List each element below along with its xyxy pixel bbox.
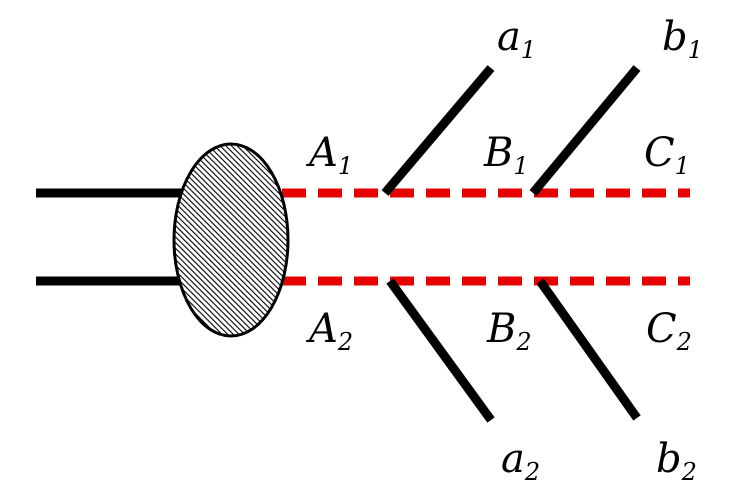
- branch-b2: [536, 278, 641, 421]
- branch-b1: [529, 65, 641, 196]
- label-b2: b2: [656, 436, 697, 486]
- label-A1: A1: [305, 130, 353, 180]
- branch-a2: [386, 278, 495, 423]
- label-B2: B2: [486, 306, 532, 356]
- label-B1: B1: [483, 130, 529, 180]
- label-C2: C2: [646, 306, 692, 356]
- label-A2: A2: [305, 306, 353, 356]
- label-a1: a1: [497, 14, 536, 64]
- label-C1: C1: [644, 130, 690, 180]
- branch-a1: [381, 65, 495, 196]
- hatched-blob: [172, 142, 290, 338]
- label-b1: b1: [662, 14, 703, 64]
- label-a2: a2: [501, 436, 540, 486]
